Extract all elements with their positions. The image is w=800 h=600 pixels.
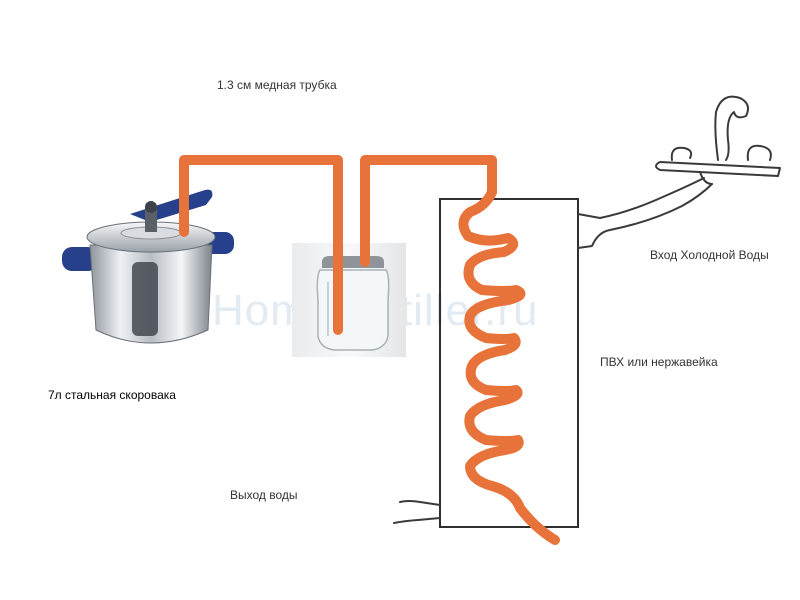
- tube-pot-to-jar: [179, 155, 343, 335]
- tube-jar-to-condenser: [360, 155, 497, 267]
- housing-material-label: ПВХ или нержавейка: [600, 355, 718, 369]
- copper-tubing: [179, 155, 560, 545]
- water-outlet-pipe: [393, 500, 441, 524]
- faucet-inlet: [577, 95, 781, 249]
- pot-side-handle-left: [62, 247, 98, 271]
- tube-coil: [458, 187, 560, 545]
- copper-tube-label: 1.3 см медная трубка: [217, 78, 337, 92]
- pot-lid-handle: [130, 189, 213, 222]
- pressure-cooker: [62, 189, 234, 344]
- collection-jar: [292, 243, 406, 357]
- condenser-housing: [439, 198, 579, 528]
- pot-valve: [145, 208, 157, 232]
- cold-water-inlet-label: Вход Холодной Воды: [650, 248, 769, 262]
- faucet-icon: [655, 161, 781, 177]
- inlet-hose: [577, 177, 705, 219]
- pressure-cooker-label: 7л стальная скоровака: [48, 388, 176, 402]
- water-outlet-label: Выход воды: [230, 488, 298, 502]
